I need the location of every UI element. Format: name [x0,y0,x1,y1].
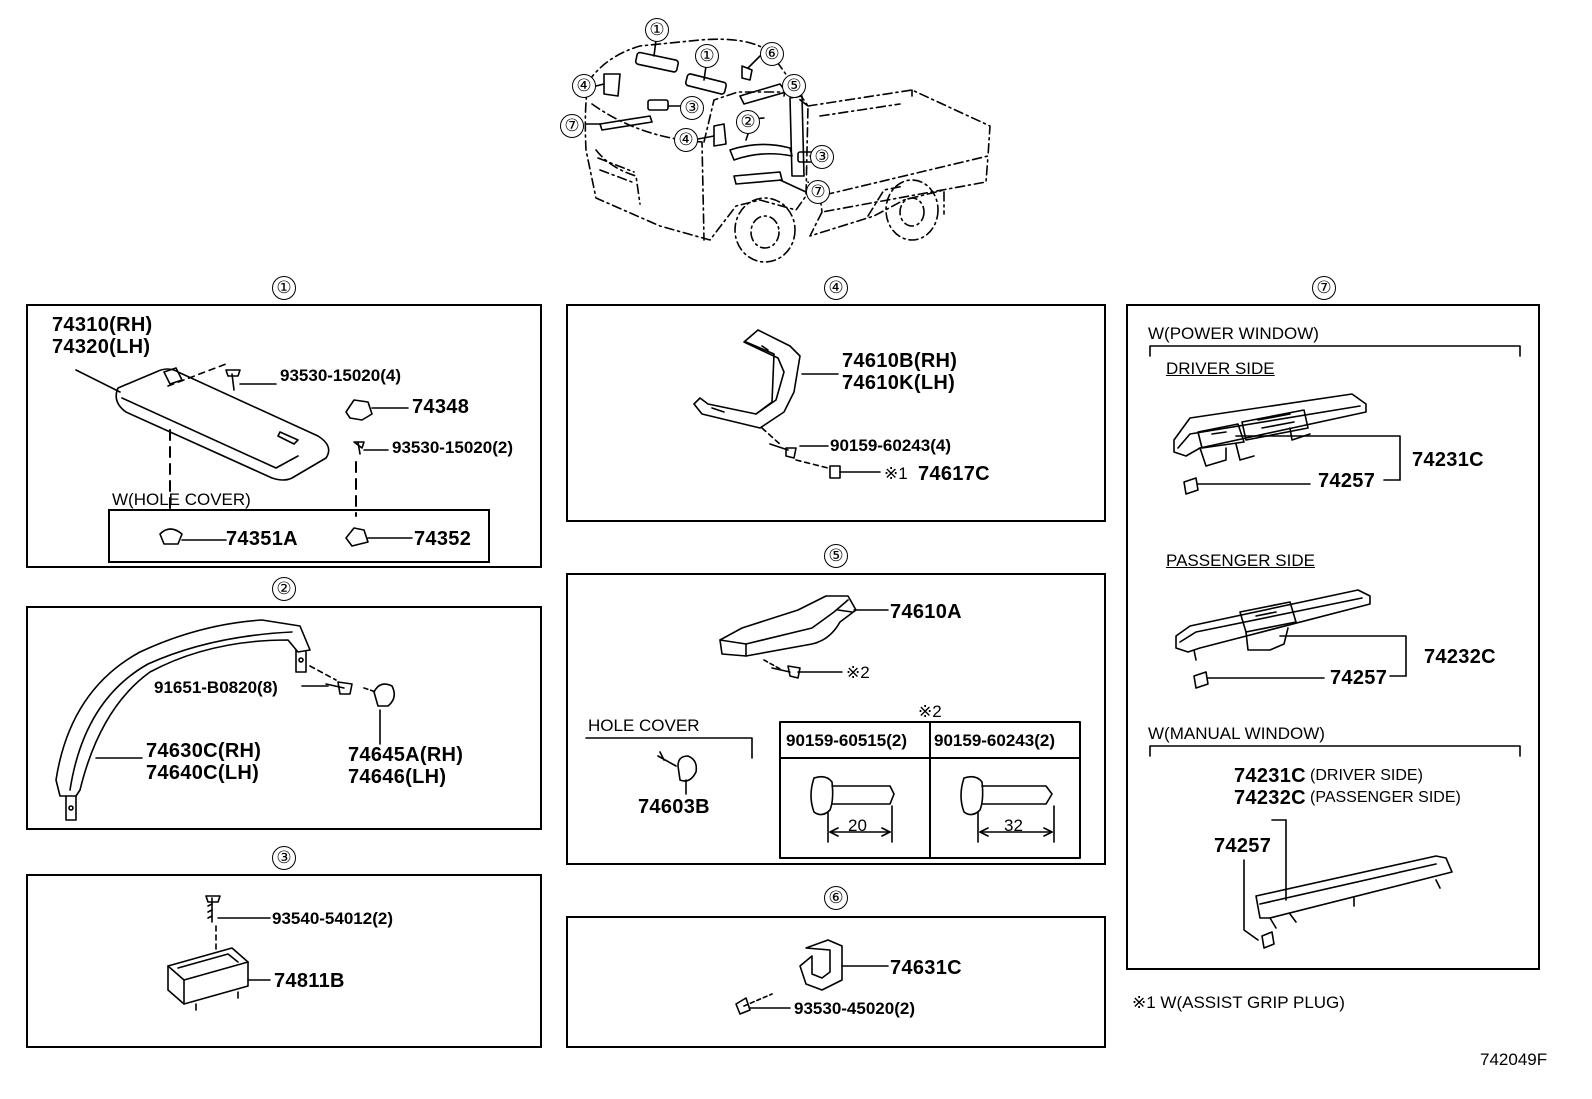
visor-parts-drawing [160,364,412,546]
section-5-panel [566,573,1106,865]
section-1-header: ① [272,276,296,300]
section-5-header: ⑤ [824,544,848,568]
section-6-header: ⑥ [824,886,848,910]
grip-plug-label: 74617C [918,463,990,485]
section-7-header: ⑦ [1312,276,1336,300]
sun-visor-drawing [76,368,329,480]
screw-dim-2: 32 [1004,816,1023,835]
clip-label: 74631C [890,957,962,979]
section-2-panel [26,606,542,830]
overview-callout-4a: ④ [572,74,596,98]
screw-table [780,722,1080,858]
overview-callout-4b: ④ [674,128,698,152]
section-4-panel [566,304,1106,522]
manual-panel-drawing [1244,820,1452,948]
section-1-panel [26,304,542,568]
hole-cover-5-label: 74603B [638,796,710,818]
sun-visor-rh-label: 74310(RH) [52,314,153,336]
section-3-header: ③ [272,846,296,870]
hole-cover-5-title: HOLE COVER [588,716,700,735]
section-3-panel [26,874,542,1048]
section-6-panel [566,916,1106,1048]
hole-cover-a-label: 74351A [226,528,298,550]
manual-window-title: W(MANUAL WINDOW) [1148,724,1325,743]
overview-callout-7b: ⑦ [806,180,830,204]
overview-callout-6: ⑥ [760,42,784,66]
screw-table-col-2: 90159-60243(2) [934,731,1055,750]
section-7-panel [1126,304,1540,970]
overview-callout-3b: ③ [810,145,834,169]
passenger-panel-label: 74232C [1424,646,1496,668]
truck-overview-drawing [585,39,990,262]
hole-cover-title: W(HOLE COVER) [112,490,251,509]
pocket-label: 74811B [274,970,345,992]
clip-drawing [736,940,888,1014]
grip-4-screw-label: 90159-60243(4) [830,436,951,455]
power-window-brackets [1150,346,1520,756]
grip-plug-mark: ※1 [884,464,908,483]
driver-panel-label: 74231C [1412,449,1484,471]
hole-cover-b-label: 74352 [414,528,472,550]
power-window-title: W(POWER WINDOW) [1148,324,1319,343]
manual-passenger-label: 74232C [1234,787,1306,809]
grip-4-rh-label: 74610B(RH) [842,350,958,372]
garnish-rh-label: 74630C(RH) [146,740,262,762]
footnote: ※1 W(ASSIST GRIP PLUG) [1132,993,1345,1012]
passenger-side-title: PASSENGER SIDE [1166,551,1315,570]
passenger-panel-drawing [1176,590,1406,688]
grip-drawing-4 [694,330,880,478]
screw-dim-1: 20 [848,816,867,835]
overview-callout-3a: ③ [680,96,704,120]
section-2-header: ② [272,577,296,601]
manual-clip-label: 74257 [1214,835,1272,857]
overview-callout-5: ⑤ [782,74,806,98]
cap-rh-label: 74645A(RH) [348,744,464,766]
clip-screw-label: 93530-45020(2) [794,999,915,1018]
pillar-garnish-drawing [56,620,394,820]
screw-table-mark: ※2 [918,702,942,721]
overview-callout-1b: ① [695,44,719,68]
visor-screw-b-label: 93530-15020(2) [392,438,513,457]
pocket-drawing [168,896,270,1010]
overview-callout-1a: ① [645,18,669,42]
driver-panel-drawing [1174,394,1400,494]
manual-driver-label: 74231C [1234,765,1306,787]
hole-cover-box [108,509,490,563]
truck-overview-parts [586,40,818,192]
overview-callout-7a: ⑦ [560,114,584,138]
pocket-screw-label: 93540-54012(2) [272,909,393,928]
section-4-header: ④ [824,276,848,300]
visor-holder-label: 74348 [412,396,470,418]
overview-callout-2: ② [736,110,760,134]
manual-passenger-note: (PASSENGER SIDE) [1310,789,1461,806]
grip-5-screw-mark: ※2 [846,663,870,682]
cap-lh-label: 74646(LH) [348,766,447,788]
garnish-screw-label: 91651-B0820(8) [154,678,278,697]
driver-side-title: DRIVER SIDE [1166,359,1275,378]
grip-5-label: 74610A [890,601,962,623]
garnish-lh-label: 74640C(LH) [146,762,260,784]
hole-cover-drawing [586,738,752,794]
sun-visor-lh-label: 74320(LH) [52,336,151,358]
grip-drawing-5 [720,596,888,678]
visor-screw-a-label: 93530-15020(4) [280,366,401,385]
diagram-id: 742049F [1480,1050,1548,1069]
passenger-clip-label: 74257 [1330,667,1388,689]
screw-table-drawings [811,777,1054,842]
grip-4-lh-label: 74610K(LH) [842,372,956,394]
manual-driver-note: (DRIVER SIDE) [1310,767,1423,784]
driver-clip-label: 74257 [1318,470,1376,492]
screw-table-col-1: 90159-60515(2) [786,731,907,750]
